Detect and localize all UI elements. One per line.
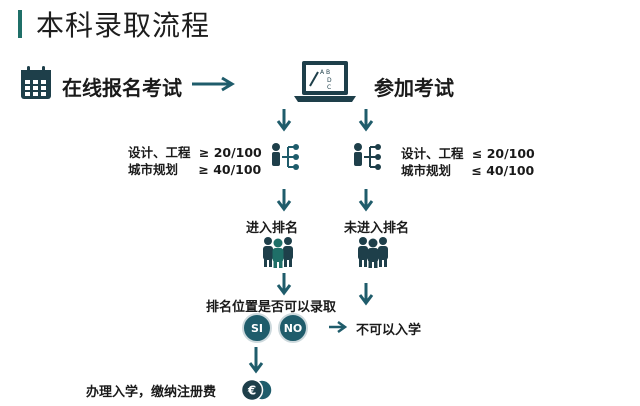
left-criteria-line1-value: ≥ 20/100 — [198, 145, 262, 160]
page-title: 本科录取流程 — [36, 9, 211, 42]
right-criteria-line2-value: ≤ 40/100 — [471, 163, 535, 178]
left-criteria-line2-value: ≥ 40/100 — [198, 162, 262, 177]
org-chart-icon — [272, 143, 299, 170]
arrow-down-icon — [358, 283, 374, 306]
calendar-icon — [21, 66, 51, 99]
not-admitted-label: 不可以入学 — [356, 323, 422, 338]
admission-question-label: 排名位置是否可以录取 — [206, 300, 337, 315]
svg-text:A B: A B — [320, 69, 330, 76]
people-group-icon — [263, 237, 293, 268]
right-criteria-line1-value: ≤ 20/100 — [471, 146, 535, 161]
arrow-right-icon — [329, 320, 348, 334]
svg-text:C: C — [327, 84, 331, 91]
ranked-label: 进入排名 — [246, 221, 299, 236]
euro-coins-icon: € — [240, 378, 273, 402]
attend-exam-label: 参加考试 — [374, 76, 454, 100]
people-group-icon — [358, 237, 388, 268]
arrow-down-icon — [276, 273, 292, 296]
no-badge: NO — [278, 313, 308, 343]
arrow-right-icon — [192, 76, 235, 92]
right-criteria: 设计、工程 ≤ 20/100 城市规划 ≤ 40/100 — [401, 145, 535, 179]
right-criteria-line1-label: 设计、工程 — [401, 146, 464, 161]
title-accent-bar — [18, 10, 22, 38]
left-criteria-line2-label: 城市规划 — [128, 162, 179, 177]
enroll-label: 办理入学，缴纳注册费 — [86, 385, 217, 400]
arrow-down-icon — [276, 109, 292, 132]
online-registration-exam-label: 在线报名考试 — [62, 76, 182, 100]
arrow-down-icon — [358, 189, 374, 212]
org-chart-icon — [354, 143, 381, 170]
right-criteria-line2-label: 城市规划 — [401, 163, 452, 178]
laptop-exam-icon: A B D C — [294, 61, 356, 102]
left-criteria: 设计、工程 ≥ 20/100 城市规划 ≥ 40/100 — [128, 144, 262, 178]
arrow-down-icon — [276, 189, 292, 212]
svg-text:€: € — [247, 384, 256, 398]
not-ranked-label: 未进入排名 — [344, 221, 410, 236]
yes-badge: SI — [242, 313, 272, 343]
svg-text:D: D — [327, 77, 332, 84]
arrow-down-icon — [248, 347, 264, 374]
arrow-down-icon — [358, 109, 374, 132]
left-criteria-line1-label: 设计、工程 — [128, 145, 191, 160]
